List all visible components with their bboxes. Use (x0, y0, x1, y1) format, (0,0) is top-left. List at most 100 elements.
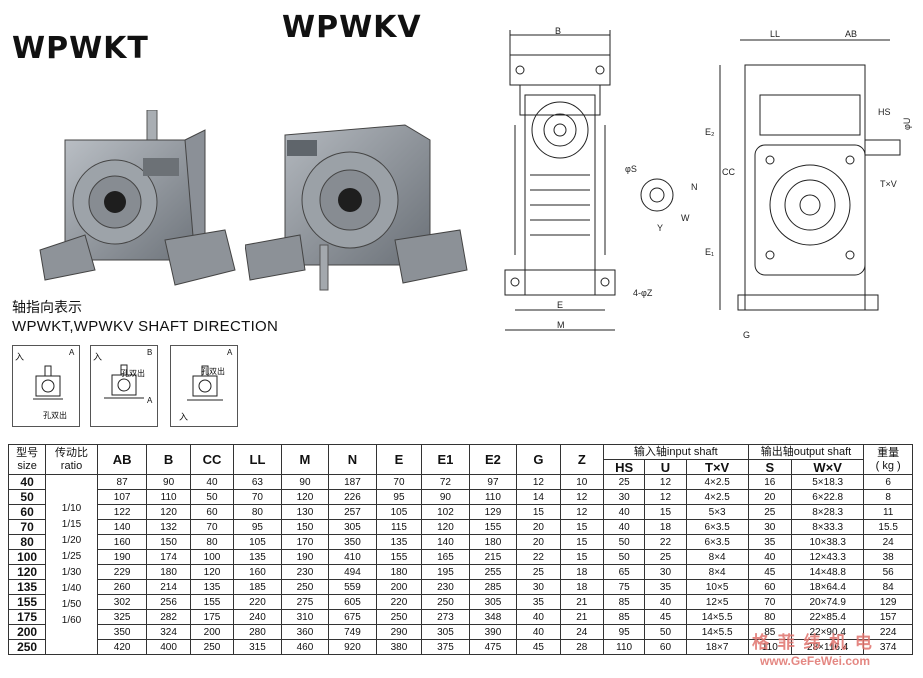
table-cell: 21 (559, 594, 605, 610)
table-cell: 72 (421, 474, 470, 490)
table-cell: 170 (280, 534, 330, 550)
table-cell: 97 (468, 474, 518, 490)
table-cell: 10×5 (685, 579, 749, 595)
table-cell: 420 (96, 639, 148, 655)
table-cell: 100 (189, 549, 235, 565)
table-cell: 22 (644, 534, 687, 550)
table-cell: 150 (146, 534, 191, 550)
table-cell: 15 (559, 534, 605, 550)
ratio-value: 1/15 (61, 518, 82, 530)
table-cell: 250 (280, 579, 330, 595)
table-cell: 190 (96, 549, 148, 565)
table-cell: 95 (602, 624, 646, 640)
table-cell: 80 (233, 504, 282, 520)
shaft-direction-title-en: WPWKT,WPWKV SHAFT DIRECTION (12, 318, 279, 335)
table-cell: 360 (280, 624, 330, 640)
table-cell: 157 (863, 609, 913, 625)
dim-label-z: 4-φZ (633, 288, 653, 298)
table-cell: 18 (559, 564, 605, 580)
header-col: N (328, 444, 377, 475)
table-cell: 160 (233, 564, 282, 580)
dim-label-ll: LL (770, 29, 780, 39)
table-cell: 8×28.3 (791, 504, 865, 520)
size-cell: 155 (7, 594, 47, 610)
header-weight: 重量 ( kg ) (863, 444, 913, 475)
table-cell: 30 (602, 489, 646, 505)
size-cell: 40 (7, 474, 47, 490)
table-cell: 282 (146, 609, 191, 625)
table-cell: 110 (747, 639, 793, 655)
table-cell: 18×7 (685, 639, 749, 655)
diagram-note: 孔双出 (121, 369, 145, 378)
table-cell: 305 (421, 624, 470, 640)
table-cell: 20 (516, 519, 561, 535)
table-cell: 80 (747, 609, 793, 625)
table-cell: 35 (747, 534, 793, 550)
table-cell: 18 (644, 519, 687, 535)
header-col: CC (189, 444, 235, 475)
table-cell: 255 (468, 564, 518, 580)
ratio-value: 1/30 (61, 566, 82, 578)
table-cell: 230 (421, 579, 470, 595)
header-input-col: U (644, 459, 687, 475)
table-cell: 110 (468, 489, 518, 505)
table-cell: 35 (516, 594, 561, 610)
table-cell: 18 (559, 579, 605, 595)
table-cell: 135 (233, 549, 282, 565)
table-header-row-2: HS U T×V S W×V (9, 459, 913, 475)
ratio-value: 1/50 (61, 598, 82, 610)
table-cell: 87 (96, 474, 148, 490)
table-cell: 175 (189, 609, 235, 625)
table-cell: 25 (516, 564, 561, 580)
table-cell: 135 (375, 534, 423, 550)
table-cell: 285 (468, 579, 518, 595)
table-cell: 22 (516, 549, 561, 565)
table-cell: 8×33.3 (791, 519, 865, 535)
table-cell: 56 (863, 564, 913, 580)
table-cell: 75 (602, 579, 646, 595)
dim-label-txv: T×V (880, 179, 897, 189)
table-cell: 15 (516, 504, 561, 520)
table-cell: 390 (468, 624, 518, 640)
table-cell: 214 (146, 579, 191, 595)
diagram-a-label: A (147, 396, 153, 405)
table-cell: 45 (747, 564, 793, 580)
table-cell: 15.5 (863, 519, 913, 535)
dim-label-ab: AB (845, 29, 857, 39)
table-cell: 559 (328, 579, 377, 595)
table-cell: 250 (375, 609, 423, 625)
shaft-direction-diagram-2: 入 B 孔双出 A (90, 345, 158, 427)
header-output-shaft: 输出轴output shaft (747, 444, 865, 460)
table-cell: 155 (189, 594, 235, 610)
table-cell: 460 (280, 639, 330, 655)
header-col: AB (96, 444, 148, 475)
table-cell: 85 (602, 594, 646, 610)
table-cell: 24 (863, 534, 913, 550)
table-cell: 35 (644, 579, 687, 595)
table-cell: 115 (375, 519, 423, 535)
table-cell: 120 (146, 504, 191, 520)
header-col: E1 (421, 444, 470, 475)
table-cell: 410 (328, 549, 377, 565)
table-cell: 273 (421, 609, 470, 625)
watermark-cn: 格 菲 纬 机 电 (752, 633, 874, 652)
table-cell: 12×43.3 (791, 549, 865, 565)
table-cell: 12 (559, 504, 605, 520)
table-cell: 25 (644, 549, 687, 565)
table-cell: 12 (516, 474, 561, 490)
diagram-in-label: 入 (93, 352, 103, 362)
table-cell: 65 (602, 564, 646, 580)
table-cell: 102 (421, 504, 470, 520)
table-cell: 24 (559, 624, 605, 640)
diagram-a-label: A (227, 348, 233, 357)
header-weight-cn: 重量 (877, 446, 900, 459)
table-cell: 275 (280, 594, 330, 610)
table-cell: 675 (328, 609, 377, 625)
table-cell: 174 (146, 549, 191, 565)
table-cell: 200 (375, 579, 423, 595)
table-cell: 70 (189, 519, 235, 535)
